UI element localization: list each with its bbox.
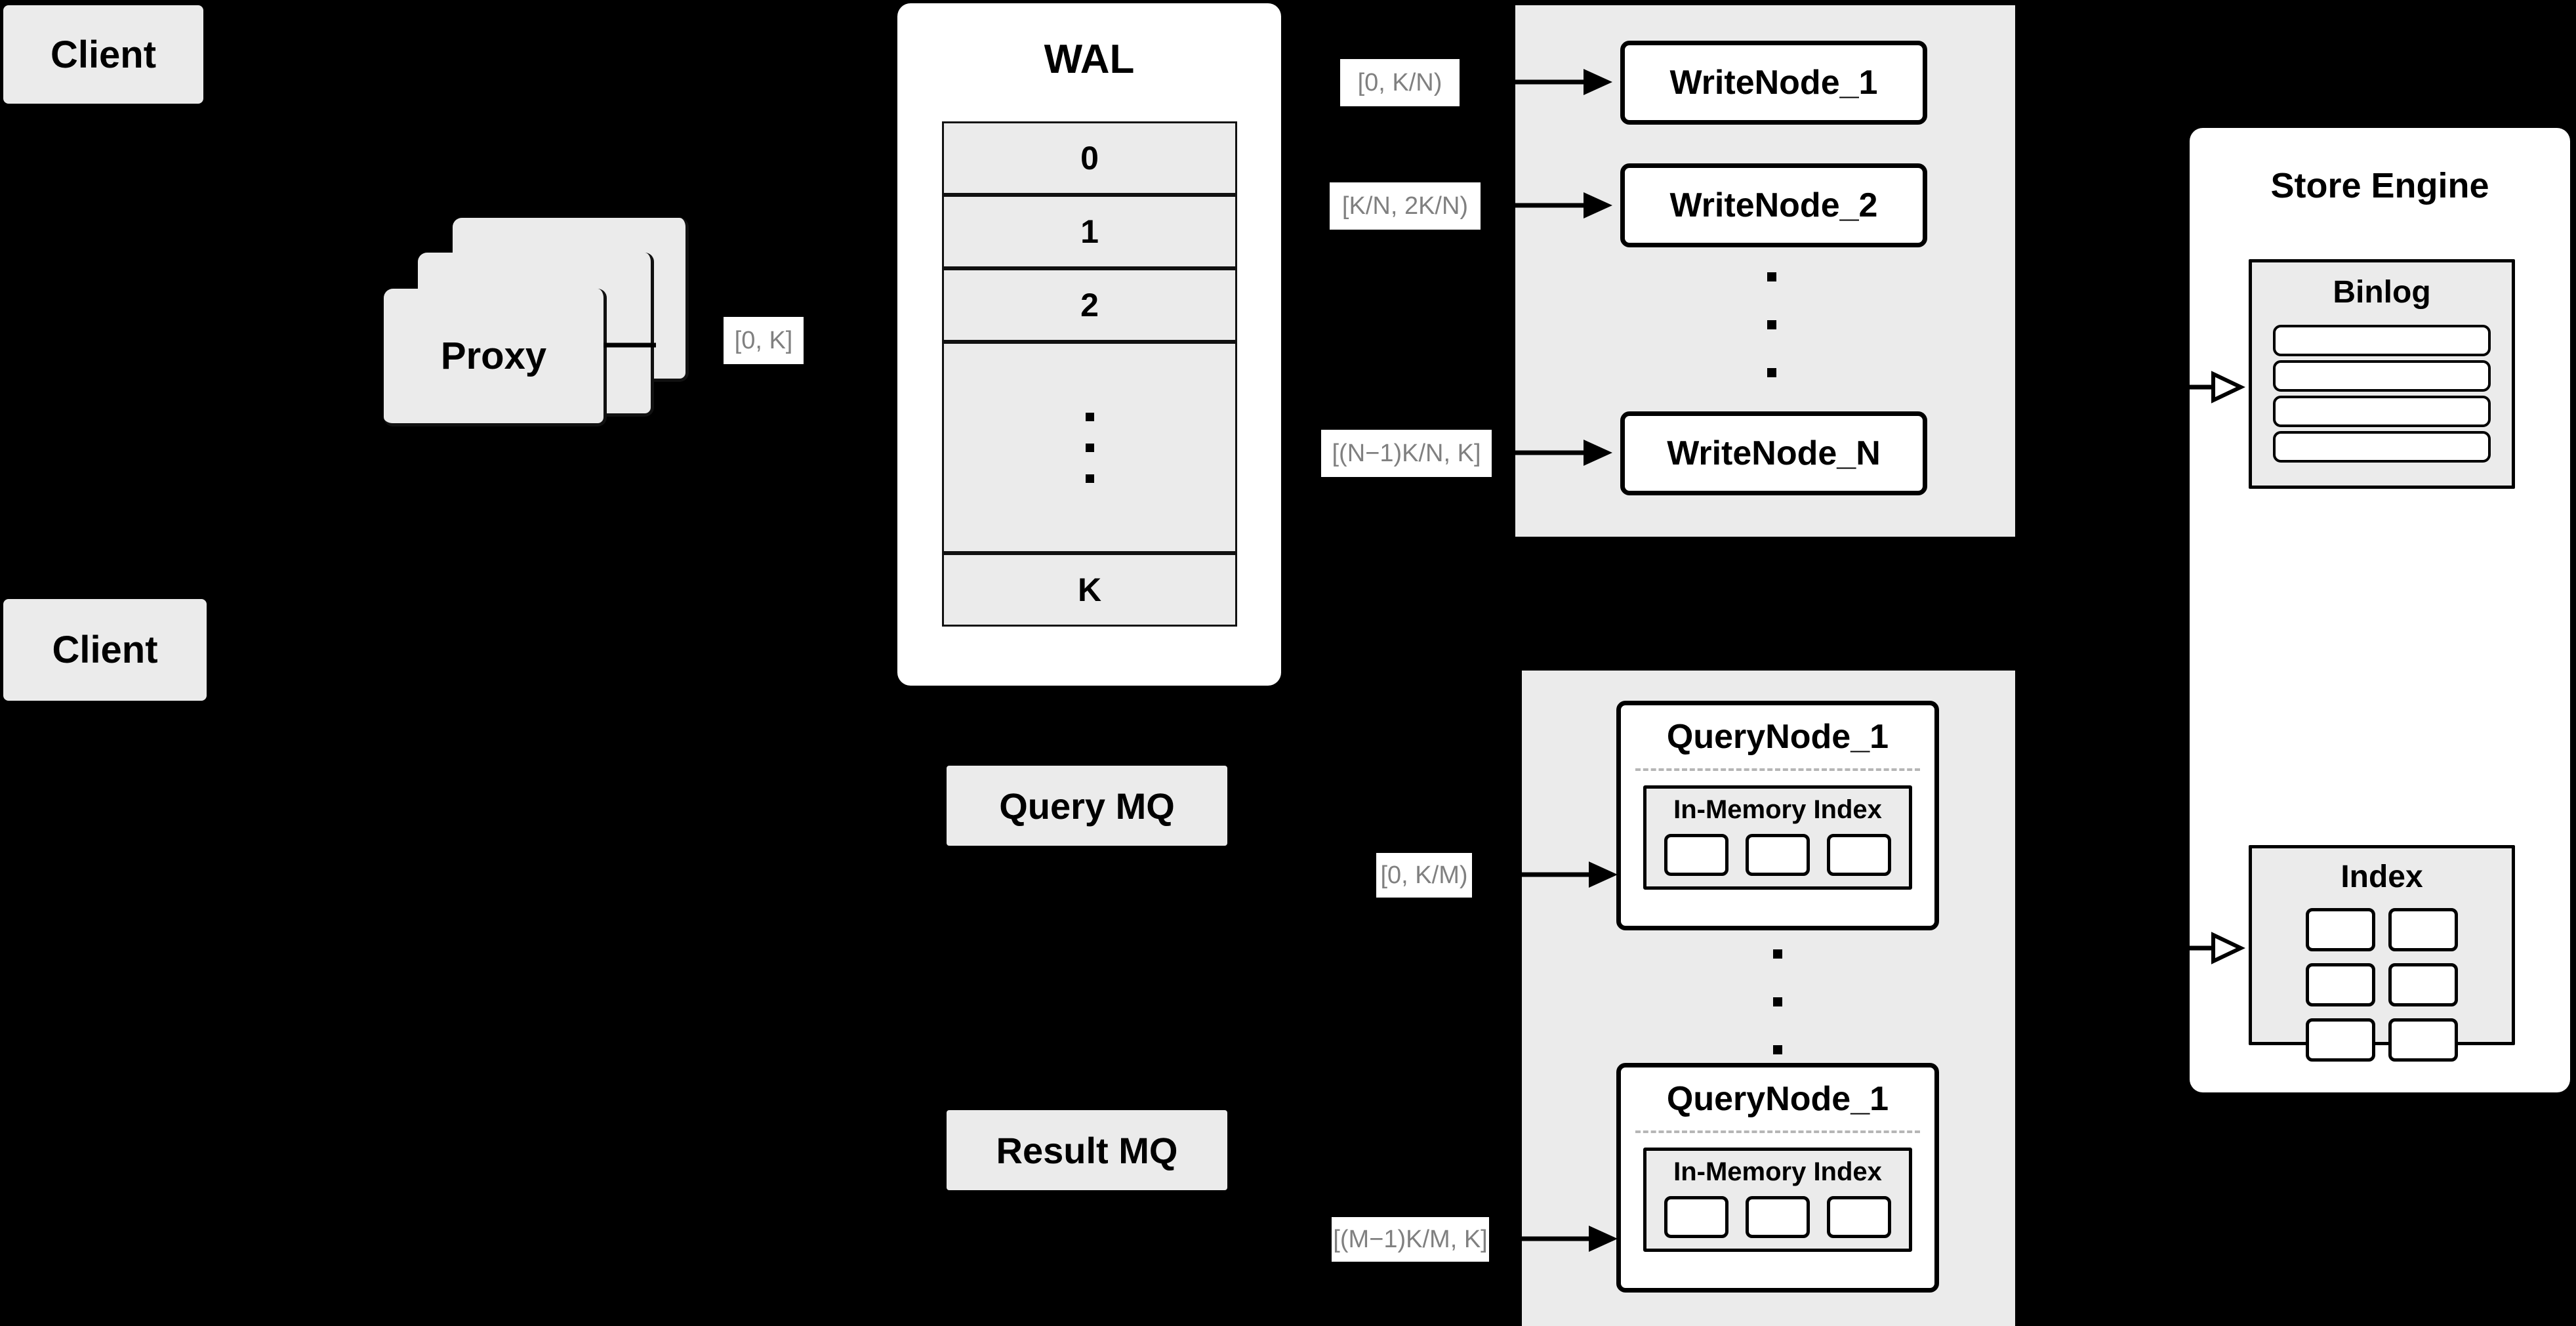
wal-title: WAL: [1044, 36, 1135, 82]
query-node-m: QueryNode_1 In-Memory Index: [1616, 1063, 1939, 1293]
ellipsis-dot: [1773, 1045, 1782, 1054]
arrow-to-query-node-m: [1521, 1226, 1618, 1252]
write-cluster-ellipsis: [1765, 272, 1778, 377]
query-cluster-ellipsis: [1771, 949, 1784, 1054]
proxy-label: Proxy: [440, 335, 547, 377]
query-node-m-range-label: [(M−1)K/M, K]: [1332, 1217, 1489, 1262]
in-memory-index-title-m: In-Memory Index: [1673, 1157, 1882, 1186]
query-node-m-divider: [1635, 1130, 1920, 1133]
query-node-1-title: QueryNode_1: [1666, 718, 1889, 756]
wal-row-1: 1: [942, 195, 1237, 268]
wal-row-k: K: [942, 553, 1237, 627]
index-cell: [2388, 908, 2458, 951]
ellipsis-dot: [1085, 474, 1094, 483]
query-node-m-title: QueryNode_1: [1666, 1080, 1889, 1118]
binlog-rows: [2252, 325, 2512, 463]
client-box-1: Client: [3, 5, 203, 104]
binlog-row: [2272, 360, 2491, 392]
arrow-to-index: [2184, 932, 2245, 964]
write-node-2: WriteNode_2: [1620, 163, 1927, 247]
ellipsis-dot: [1767, 272, 1776, 281]
proxy-to-wal-connector: [603, 342, 656, 348]
ellipsis-dot: [1767, 368, 1776, 377]
index-title: Index: [2341, 860, 2423, 894]
ellipsis-dot: [1767, 320, 1776, 329]
client-label-1: Client: [50, 33, 157, 76]
proxy-range-label: [0, K]: [724, 317, 804, 364]
in-memory-index-title-1: In-Memory Index: [1673, 795, 1882, 824]
index-cell: [2306, 1018, 2375, 1062]
ellipsis-dot: [1085, 412, 1094, 421]
query-mq-label: Query MQ: [999, 785, 1175, 827]
write-node-1-range-label: [0, K/N): [1340, 59, 1460, 106]
index-cell-grid: [2252, 908, 2512, 1062]
index-cell: [1746, 834, 1810, 876]
ellipsis-dot: [1773, 949, 1782, 959]
index-panel: Index: [2249, 845, 2515, 1062]
index-cell: [1664, 1196, 1728, 1238]
wal-row-ellipsis: [942, 342, 1237, 553]
index-cell: [1664, 834, 1728, 876]
arrow-to-write-node-2: [1515, 192, 1612, 218]
wal-row-2: 2: [942, 268, 1237, 342]
binlog-row: [2272, 431, 2491, 463]
arrow-to-write-node-1: [1515, 69, 1612, 95]
ellipsis-dot: [1085, 443, 1094, 452]
binlog-title: Binlog: [2333, 275, 2431, 310]
wal-row-0: 0: [942, 121, 1237, 195]
index-cell: [1746, 1196, 1810, 1238]
query-node-1-divider: [1635, 768, 1920, 771]
index-cell: [2388, 963, 2458, 1006]
query-node-1-range-label: [0, K/M): [1376, 853, 1472, 898]
result-mq-box: Result MQ: [947, 1110, 1227, 1190]
write-node-n-range-label: [(N−1)K/N, K]: [1321, 430, 1492, 477]
index-cell: [2306, 963, 2375, 1006]
arrow-to-write-node-n: [1515, 440, 1612, 466]
write-node-2-range-label: [K/N, 2K/N): [1330, 182, 1481, 230]
query-node-m-in-memory-index: In-Memory Index: [1643, 1148, 1912, 1252]
index-cell: [2388, 1018, 2458, 1062]
proxy-card-front: Proxy: [384, 289, 607, 426]
client-box-2: Client: [3, 599, 207, 701]
write-node-n: WriteNode_N: [1620, 411, 1927, 495]
write-node-1: WriteNode_1: [1620, 41, 1927, 125]
index-cell: [1827, 1196, 1891, 1238]
store-engine-title: Store Engine: [2270, 166, 2489, 205]
client-label-2: Client: [52, 629, 158, 671]
binlog-row: [2272, 396, 2491, 427]
ellipsis-dot: [1773, 997, 1782, 1006]
arrow-to-query-node-1: [1521, 861, 1618, 888]
index-cell: [2306, 908, 2375, 951]
query-node-1: QueryNode_1 In-Memory Index: [1616, 701, 1939, 930]
query-node-1-in-memory-index: In-Memory Index: [1643, 785, 1912, 890]
binlog-row: [2272, 325, 2491, 356]
arrow-to-binlog: [2184, 371, 2245, 404]
index-cell: [1827, 834, 1891, 876]
query-mq-box: Query MQ: [947, 766, 1227, 846]
binlog-panel: Binlog: [2249, 259, 2515, 489]
result-mq-label: Result MQ: [996, 1129, 1178, 1171]
